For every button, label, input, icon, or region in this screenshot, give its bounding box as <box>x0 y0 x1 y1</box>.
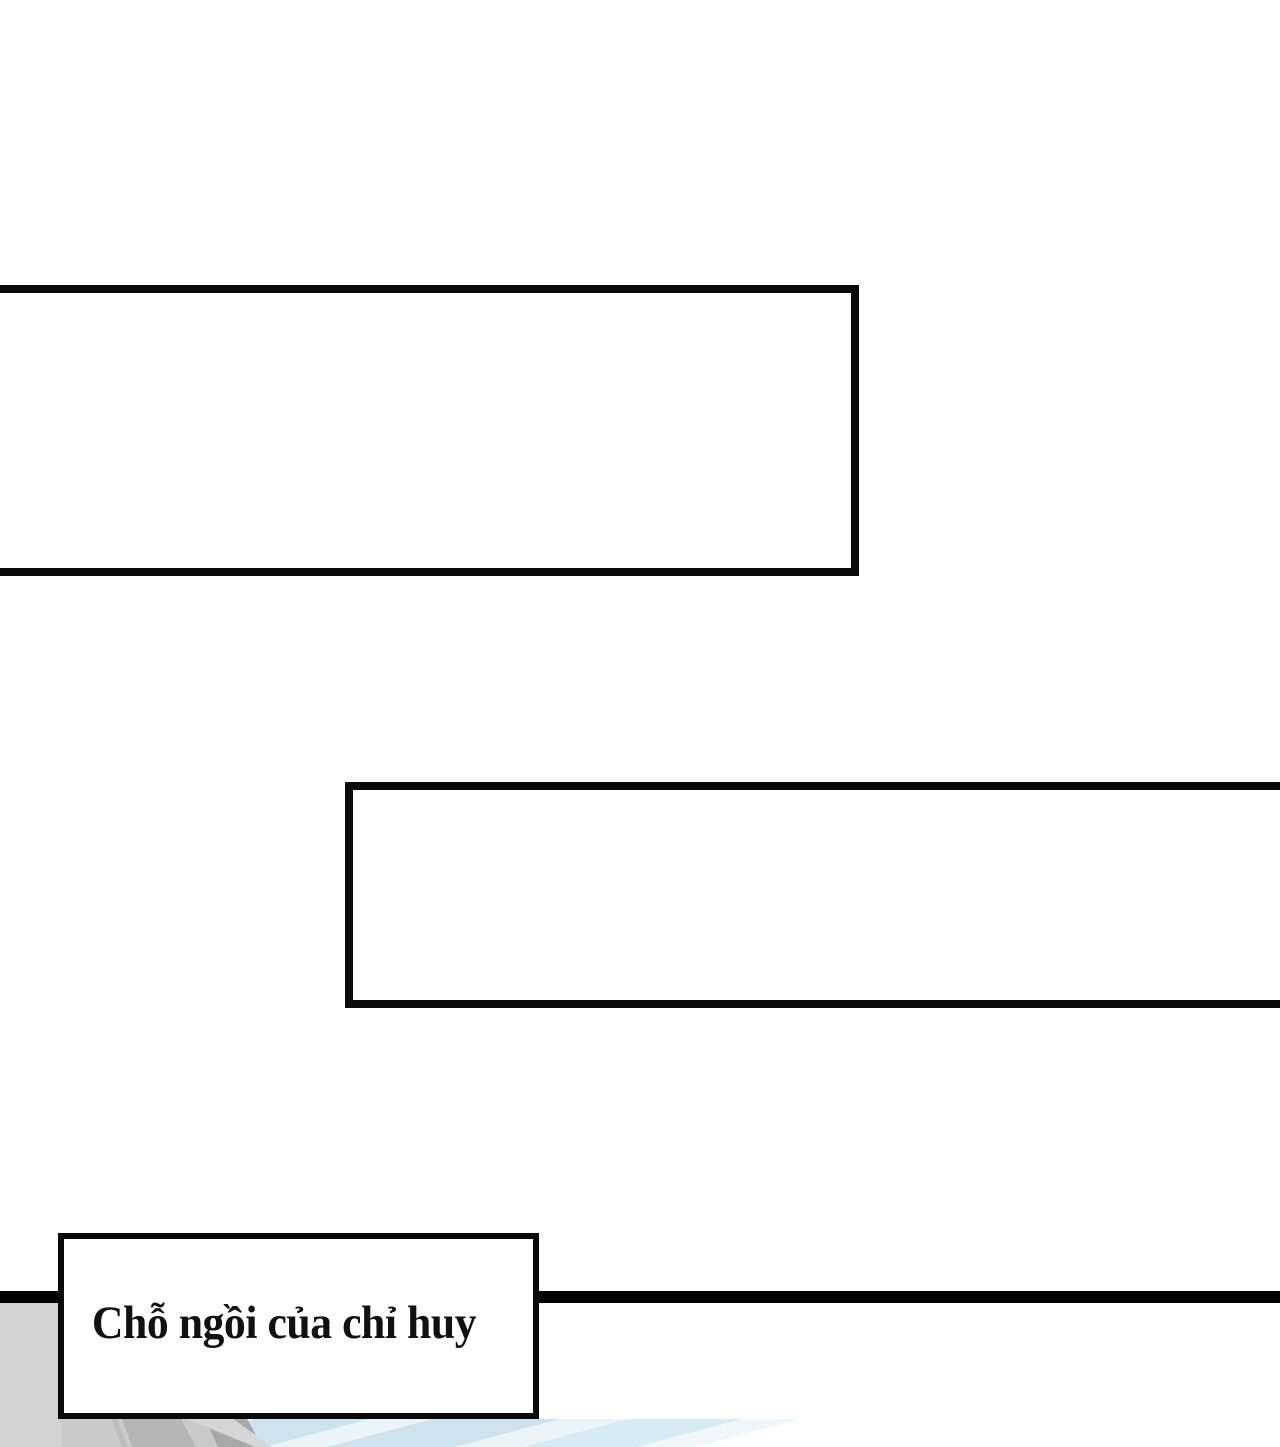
empty-speech-box-top <box>0 285 859 576</box>
gray-wall-panel-1 <box>0 1300 62 1447</box>
caption-text-commander-seat: Chỗ ngồi của chỉ huy <box>91 1297 477 1350</box>
floor-stripe-2 <box>265 1419 432 1447</box>
caption-pointer-line-right <box>535 1291 1280 1303</box>
caption-pointer-line-left <box>0 1291 62 1303</box>
empty-speech-box-middle <box>345 782 1280 1008</box>
gray-wall-panel-6 <box>185 1418 272 1447</box>
caption-box-commander-seat: Chỗ ngồi của chỉ huy <box>58 1233 539 1419</box>
floor-stripe-5 <box>523 1419 742 1447</box>
floor-stripe-3 <box>327 1419 560 1447</box>
floor-stripe-4 <box>455 1419 628 1447</box>
floor-stripe-6 <box>637 1419 800 1447</box>
